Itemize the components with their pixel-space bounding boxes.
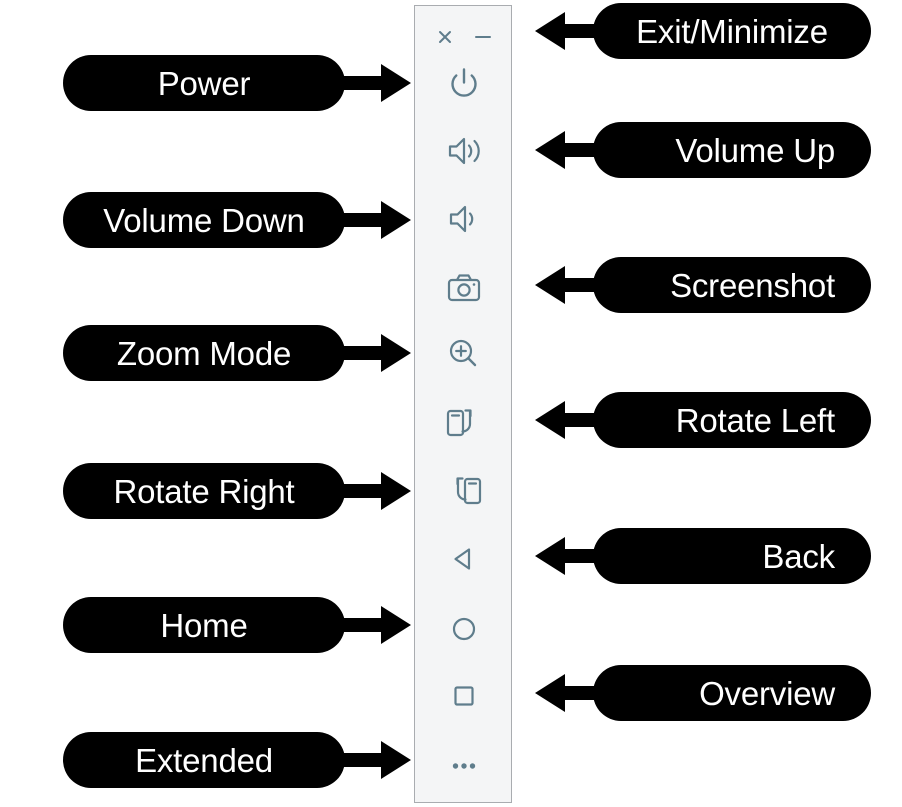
rotate-right-icon[interactable] — [415, 465, 513, 517]
callout-label: Volume Up — [675, 131, 835, 169]
power-icon[interactable] — [415, 58, 513, 110]
callout-label: Rotate Right — [113, 472, 295, 510]
callout-pill: Power — [63, 55, 345, 111]
minimize-icon[interactable] — [469, 20, 497, 54]
callout-label: Power — [157, 64, 251, 102]
callout-volume-down[interactable]: Volume Down — [63, 192, 411, 248]
callout-pill: Back — [593, 528, 871, 584]
callout-volume-up[interactable]: Volume Up — [519, 122, 871, 178]
rotate-left-icon[interactable] — [415, 397, 513, 449]
callout-zoom-mode[interactable]: Zoom Mode — [63, 325, 411, 381]
callout-pill: Rotate Right — [63, 463, 345, 519]
callout-pill: Exit/Minimize — [593, 3, 871, 59]
callout-extended[interactable]: Extended — [63, 732, 411, 788]
callout-label: Zoom Mode — [116, 334, 292, 372]
callout-home[interactable]: Home — [63, 597, 411, 653]
close-icon[interactable] — [431, 20, 459, 54]
callout-rotate-right[interactable]: Rotate Right — [63, 463, 411, 519]
volume-up-icon[interactable] — [415, 125, 513, 177]
emulator-toolbar-panel — [414, 5, 512, 803]
callout-label: Extended — [135, 741, 273, 779]
callout-label: Screenshot — [670, 266, 835, 304]
callout-pill: Overview — [593, 665, 871, 721]
callout-screenshot[interactable]: Screenshot — [519, 257, 871, 313]
back-triangle-icon[interactable] — [415, 533, 513, 585]
camera-icon[interactable] — [415, 262, 513, 314]
overview-square-icon[interactable] — [415, 670, 513, 722]
callout-label: Home — [160, 606, 248, 644]
callout-pill: Volume Down — [63, 192, 345, 248]
callout-label: Back — [762, 537, 835, 575]
callout-overview[interactable]: Overview — [519, 665, 871, 721]
callout-label: Volume Down — [103, 201, 305, 239]
callout-label: Rotate Left — [675, 401, 835, 439]
volume-down-icon[interactable] — [415, 193, 513, 245]
zoom-in-icon[interactable] — [415, 328, 513, 380]
callout-label: Overview — [699, 674, 835, 712]
home-circle-icon[interactable] — [415, 603, 513, 655]
callout-pill: Rotate Left — [593, 392, 871, 448]
callout-exit-minimize[interactable]: Exit/Minimize — [519, 3, 871, 59]
extended-dots-icon[interactable] — [415, 740, 513, 792]
callout-label: Exit/Minimize — [636, 12, 828, 50]
callout-back[interactable]: Back — [519, 528, 871, 584]
callout-rotate-left[interactable]: Rotate Left — [519, 392, 871, 448]
callout-pill: Volume Up — [593, 122, 871, 178]
callout-pill: Extended — [63, 732, 345, 788]
callout-power[interactable]: Power — [63, 55, 411, 111]
window-buttons — [415, 20, 513, 54]
callout-pill: Home — [63, 597, 345, 653]
callout-pill: Screenshot — [593, 257, 871, 313]
callout-pill: Zoom Mode — [63, 325, 345, 381]
